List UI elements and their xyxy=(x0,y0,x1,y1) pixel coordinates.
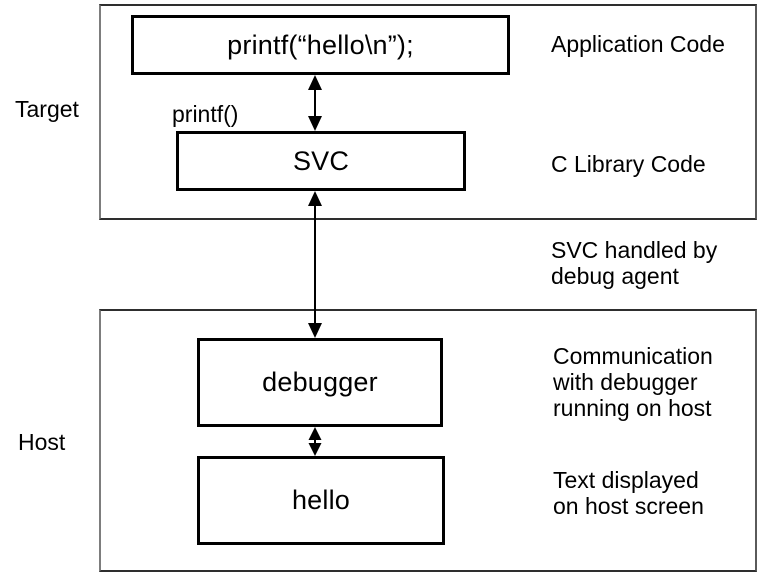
arrowhead-down-icon xyxy=(308,443,322,456)
arrow-app-to-svc xyxy=(308,75,322,131)
c-library-code-caption: C Library Code xyxy=(551,151,706,177)
application-code-caption: Application Code xyxy=(551,31,725,57)
svc-box: SVC xyxy=(176,131,466,191)
printf-call-label: printf() xyxy=(172,101,239,127)
arrowhead-up-icon xyxy=(308,75,322,90)
hello-box-text: hello xyxy=(291,485,351,515)
arrowhead-down-icon xyxy=(308,116,322,131)
arrow-svc-to-debugger xyxy=(308,191,322,338)
svc-box-text: SVC xyxy=(292,145,350,176)
debugger-box: debugger xyxy=(197,338,443,427)
host-label: Host xyxy=(18,429,66,455)
application-code-box: printf(“hello\n”); xyxy=(131,15,510,75)
arrow-debugger-to-hello xyxy=(308,427,322,456)
application-code-box-text: printf(“hello\n”); xyxy=(227,29,414,60)
svc-handled-caption: SVC handled by debug agent xyxy=(551,237,718,289)
communication-caption: Communication with debugger running on h… xyxy=(553,343,713,421)
text-displayed-caption: Text displayed on host screen xyxy=(553,467,704,519)
arrowhead-down-icon xyxy=(308,323,322,338)
hello-box: hello xyxy=(197,456,445,545)
target-label: Target xyxy=(15,96,79,122)
arrowhead-up-icon xyxy=(308,427,322,440)
arrowhead-up-icon xyxy=(308,191,322,206)
host-section-box xyxy=(99,309,757,572)
debugger-box-text: debugger xyxy=(262,367,378,397)
target-section-box xyxy=(99,4,757,220)
